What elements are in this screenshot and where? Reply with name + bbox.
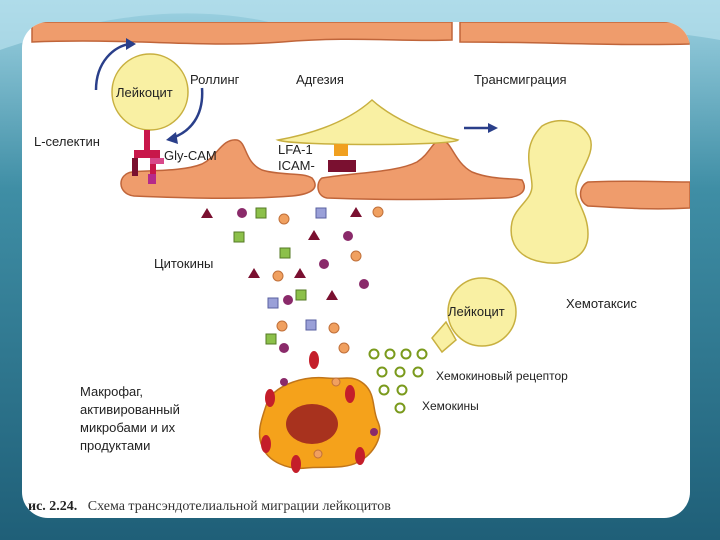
granule [355,447,365,465]
chemokine-dot [378,384,390,396]
cytokine-particles [201,206,384,354]
cytokine-triangle [201,208,213,218]
granule [261,435,271,453]
macrophage-nucleus [286,404,338,444]
chemokine-dot [416,348,428,360]
endothelium-top-right [459,22,690,46]
endothelial-cell-3 [579,180,690,210]
endothelial-cell-2 [317,139,525,201]
figure-caption: ис. 2.24. Схема трансэндотелиальной мигр… [28,497,391,514]
activated-macrophage [258,351,381,473]
chemokine-dot [376,366,388,378]
chemokine-dot [384,348,396,360]
leukocyte-label-chemotaxis: Лейкоцит [448,304,505,319]
cytokine-dot [272,270,284,282]
cytokines-label: Цитокины [154,256,213,271]
lfa-1-label: LFA-1 [278,142,313,157]
cytokine-dot [350,250,362,262]
rolling-leukocyte: Лейкоцит [94,38,204,144]
stage-transmigration-label: Трансмиграция [474,72,567,87]
endothelial-cell-1 [120,139,316,200]
chemokine-dot [368,348,380,360]
stage-rolling-label: Роллинг [190,72,240,87]
cytokine-triangle [350,207,362,217]
endothelium-top-left [31,22,453,45]
cytokine-dot [372,206,384,218]
cytokine-dot [283,295,293,305]
cytokine-square [315,207,327,219]
rolling-arrowhead-bottom [166,132,178,144]
granule [265,389,275,407]
macrophage-label-line-1: Макрофаг, [80,384,143,399]
chemokine-dot [396,384,408,396]
lfa-1-block [334,144,348,156]
icam-block [328,160,356,172]
cytokine-triangle [326,290,338,300]
granule [280,378,288,386]
endothelium [31,22,690,210]
figure-title: Схема трансэндотелиальной миграции лейко… [88,499,391,514]
figure-number: ис. 2.24. [28,499,77,514]
cytokine-triangle [294,268,306,278]
rolling-arrow-top [94,42,131,91]
granule [313,449,323,459]
cytokine-triangle [308,230,320,240]
macrophage-label-line-4: продуктами [80,438,150,453]
macrophage-label-line-3: микробами и их [80,420,176,435]
l-selectin-label: L-селектин [34,134,100,149]
icam-label: ICAM- [278,158,315,173]
rolling-arrow-bottom [171,87,204,140]
chemokine-receptor [431,320,457,354]
stage-adhesion-label: Адгезия [296,72,344,87]
rolling-arrowhead-top [126,38,136,50]
chemotaxis-leukocyte: Лейкоцит [431,277,517,354]
adherent-leukocyte [275,98,460,172]
cytokine-dot [359,279,369,289]
gly-cam-label: Gly-CAM [164,148,217,163]
macrophage-label-line-2: активированный [80,402,180,417]
cytokine-square [267,297,279,309]
chemokine-dot [400,348,412,360]
cytokine-square [279,247,291,259]
transmigrating-leukocyte [510,119,592,264]
granule [370,428,378,436]
selectin-binding [132,130,164,184]
chemokine-receptor-label: Хемокиновый рецептор [436,369,568,383]
cytokine-dot [328,322,340,334]
cytokine-triangle [248,268,260,278]
leukocyte-label-rolling: Лейкоцит [116,85,173,100]
granule [309,351,319,369]
cytokine-dot [343,231,353,241]
cytokine-square [295,289,307,301]
chemokine-dot [412,366,424,378]
cytokine-dot [319,259,329,269]
cytokine-dot [338,342,350,354]
granule [331,377,341,387]
cytokine-square [305,319,317,331]
cytokine-square [233,231,245,243]
granule [291,455,301,473]
chemokine-dot [394,366,406,378]
cytokine-dot [237,208,247,218]
leukocyte-migration-diagram: Лейкоцит L-селектин Gly-CAM Роллинг Адге… [28,22,690,514]
slide-content-card: Лейкоцит L-селектин Gly-CAM Роллинг Адге… [22,22,690,518]
chemokines-label: Хемокины [422,399,479,413]
cytokine-dot [278,213,290,225]
cytokine-square [265,333,277,345]
chemokine-particles [368,348,428,414]
granule [345,385,355,403]
cytokine-dot [276,320,288,332]
cytokine-dot [279,343,289,353]
chemotaxis-label: Хемотаксис [566,296,637,311]
cytokine-square [255,207,267,219]
chemokine-dot [394,402,406,414]
migration-direction-arrowhead [488,123,498,133]
